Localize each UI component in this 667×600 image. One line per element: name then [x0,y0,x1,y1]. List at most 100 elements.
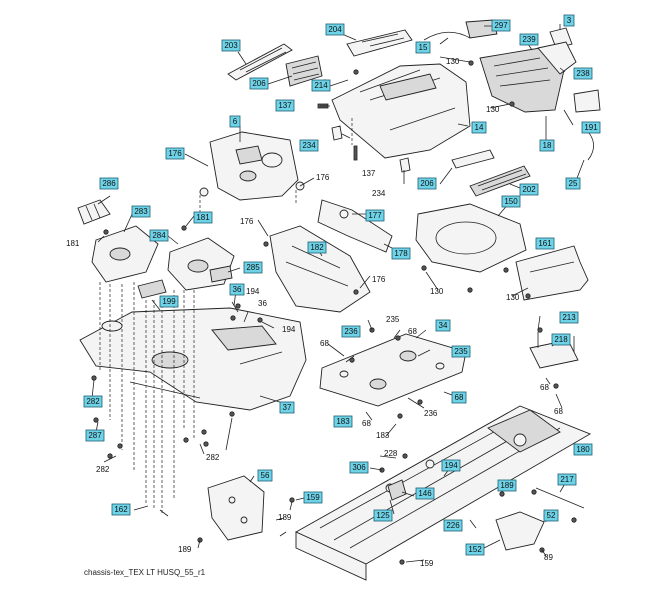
svg-text:282: 282 [86,397,100,406]
callout-206-lower[interactable]: 206 [417,177,437,190]
part-150-grille-frame [415,203,527,273]
callout-176[interactable]: 176 [165,147,185,160]
callout-34[interactable]: 34 [435,319,451,332]
callout-286[interactable]: 286 [99,177,119,190]
callout-191[interactable]: 191 [581,121,601,134]
plain-callouts: 130 130 137 234 176 181 176 176 130 130 … [66,57,563,568]
callout-152[interactable]: 152 [465,543,485,556]
callout-282-b[interactable]: 282 [206,453,220,462]
callout-68[interactable]: 68 [451,391,467,404]
callout-159[interactable]: 159 [303,491,323,504]
callout-287[interactable]: 287 [85,429,105,442]
callout-218[interactable]: 218 [551,333,571,346]
callout-52[interactable]: 52 [543,509,559,522]
callout-177[interactable]: 177 [365,209,385,222]
callout-68-e[interactable]: 68 [362,419,371,428]
part-180-frame-rail [295,405,592,581]
callout-284[interactable]: 284 [149,229,169,242]
callout-183[interactable]: 183 [333,415,353,428]
part-37-body [79,307,307,411]
callout-235[interactable]: 235 [451,345,471,358]
svg-text:25: 25 [569,179,578,188]
callout-18[interactable]: 18 [539,139,555,152]
svg-text:152: 152 [468,545,482,554]
callout-130-c[interactable]: 130 [430,287,444,296]
callout-238[interactable]: 238 [573,67,593,80]
callout-181[interactable]: 181 [193,211,213,224]
callout-162[interactable]: 162 [111,503,131,516]
svg-text:206: 206 [420,179,434,188]
callout-199[interactable]: 199 [159,295,179,308]
callout-236-plain[interactable]: 236 [424,409,438,418]
callout-194-b[interactable]: 194 [282,325,296,334]
callout-178[interactable]: 178 [391,247,411,260]
callout-206[interactable]: 206 [249,77,269,90]
callout-150[interactable]: 150 [501,195,521,208]
callout-159-plain[interactable]: 159 [420,559,434,568]
callout-36[interactable]: 36 [229,283,245,296]
callout-161[interactable]: 161 [535,237,555,250]
callout-189[interactable]: 189 [497,479,517,492]
callout-6[interactable]: 6 [229,115,241,128]
callout-183-plain[interactable]: 183 [376,431,390,440]
callout-137[interactable]: 137 [275,99,295,112]
part-191-lens [573,89,601,113]
callout-56[interactable]: 56 [257,469,273,482]
part-283-fender-left [91,225,159,283]
callout-297[interactable]: 297 [491,19,511,32]
callout-180[interactable]: 180 [573,443,593,456]
callout-226[interactable]: 226 [443,519,463,532]
callout-194-a[interactable]: 194 [246,287,260,296]
svg-text:182: 182 [310,243,324,252]
callout-282[interactable]: 282 [83,395,103,408]
callout-130-a[interactable]: 130 [446,57,460,66]
callout-189-a[interactable]: 189 [278,513,292,522]
callout-176-c[interactable]: 176 [372,275,386,284]
svg-text:3: 3 [567,16,572,25]
callout-68-b[interactable]: 68 [320,339,329,348]
callout-239[interactable]: 239 [519,33,539,46]
callout-285[interactable]: 285 [243,261,263,274]
callout-68-c[interactable]: 68 [540,383,549,392]
callout-306[interactable]: 306 [349,461,369,474]
svg-text:202: 202 [522,185,536,194]
callout-89[interactable]: 89 [544,553,553,562]
callout-137-plain[interactable]: 137 [362,169,376,178]
callout-3[interactable]: 3 [563,14,575,27]
callout-68-a[interactable]: 68 [408,327,417,336]
callout-182[interactable]: 182 [307,241,327,254]
callout-283[interactable]: 283 [131,205,151,218]
callout-146[interactable]: 146 [415,487,435,500]
callout-176-b[interactable]: 176 [240,217,254,226]
callout-25[interactable]: 25 [565,177,581,190]
callout-181-plain[interactable]: 181 [66,239,80,248]
callout-213[interactable]: 213 [559,311,579,324]
callout-14[interactable]: 14 [471,121,487,134]
callout-37[interactable]: 37 [279,401,295,414]
callout-194[interactable]: 194 [441,459,461,472]
callout-228[interactable]: 228 [384,449,398,458]
part-217-rod [535,487,585,509]
callout-214[interactable]: 214 [311,79,331,92]
part-284-fender-right [167,237,235,291]
callout-15[interactable]: 15 [415,41,431,54]
callout-203[interactable]: 203 [221,39,241,52]
callout-130-d[interactable]: 130 [506,293,520,302]
svg-text:52: 52 [547,511,556,520]
callout-125[interactable]: 125 [373,509,393,522]
callout-234-plain[interactable]: 234 [372,189,386,198]
callout-68-d[interactable]: 68 [554,407,563,416]
svg-text:286: 286 [102,179,116,188]
callout-202[interactable]: 202 [519,183,539,196]
svg-text:150: 150 [504,197,518,206]
callout-204[interactable]: 204 [325,23,345,36]
callout-217[interactable]: 217 [557,473,577,486]
callout-235-plain[interactable]: 235 [386,315,400,324]
callout-234[interactable]: 234 [299,139,319,152]
callout-282-a[interactable]: 282 [96,465,110,474]
callout-130-b[interactable]: 130 [486,105,500,114]
callout-36-plain[interactable]: 36 [258,299,267,308]
callout-236[interactable]: 236 [341,325,361,338]
callout-189-b[interactable]: 189 [178,545,192,554]
callout-176-a[interactable]: 176 [316,173,330,182]
